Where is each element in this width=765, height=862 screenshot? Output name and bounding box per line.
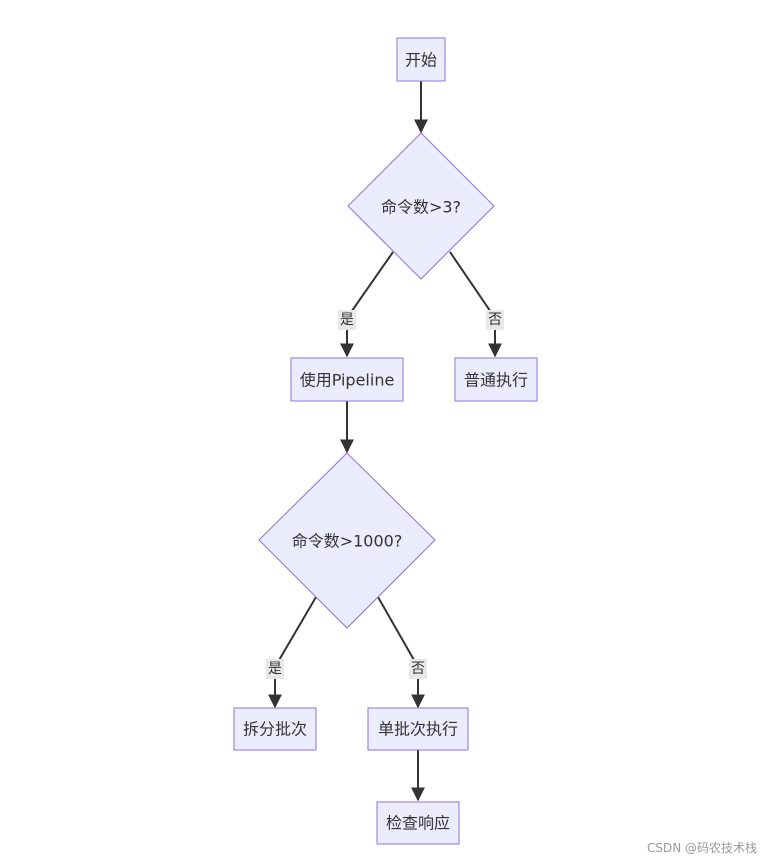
- node-split-batch-label: 拆分批次: [243, 720, 307, 739]
- edge-gt3-yes: [340, 251, 394, 358]
- node-start-label: 开始: [405, 51, 437, 70]
- node-normal-exec-label: 普通执行: [464, 371, 528, 390]
- node-split-batch: 拆分批次: [233, 707, 317, 751]
- node-check-response: 检查响应: [376, 801, 460, 845]
- edge-gt3-no: [449, 251, 502, 358]
- node-normal-exec: 普通执行: [454, 357, 538, 402]
- edge-label-gt3-no-text: 否: [488, 312, 502, 328]
- edge-gt1000-yes: [268, 596, 317, 709]
- edge-label-gt3-no: 否: [486, 310, 504, 330]
- node-decision-gt1000-label: 命令数>1000?: [292, 532, 403, 551]
- edge-label-gt1000-yes-text: 是: [268, 661, 282, 677]
- edge-label-gt1000-no: 否: [409, 659, 427, 679]
- edge-labels: 是 否 是 否: [266, 310, 504, 679]
- node-single-batch-exec-label: 单批次执行: [378, 720, 458, 739]
- node-decision-gt3: 命令数>3?: [347, 132, 495, 280]
- edge-label-gt1000-no-text: 否: [411, 661, 425, 677]
- node-check-response-label: 检查响应: [386, 814, 450, 833]
- node-use-pipeline-label: 使用Pipeline: [300, 371, 395, 390]
- node-decision-gt3-label: 命令数>3?: [381, 198, 461, 217]
- nodes: 开始 命令数>3? 使用Pipeline 普通执行 命令数>1000? 拆分批次…: [233, 37, 538, 845]
- node-decision-gt1000: 命令数>1000?: [258, 452, 436, 629]
- watermark: CSDN @码农技术栈: [646, 841, 757, 855]
- edge-label-gt3-yes: 是: [338, 310, 356, 330]
- edge-label-gt1000-yes: 是: [266, 659, 284, 679]
- edge-gt1000-no: [377, 596, 425, 709]
- node-single-batch-exec: 单批次执行: [367, 707, 469, 751]
- node-use-pipeline: 使用Pipeline: [290, 357, 404, 402]
- node-start: 开始: [396, 37, 446, 82]
- edge-label-gt3-yes-text: 是: [340, 312, 354, 328]
